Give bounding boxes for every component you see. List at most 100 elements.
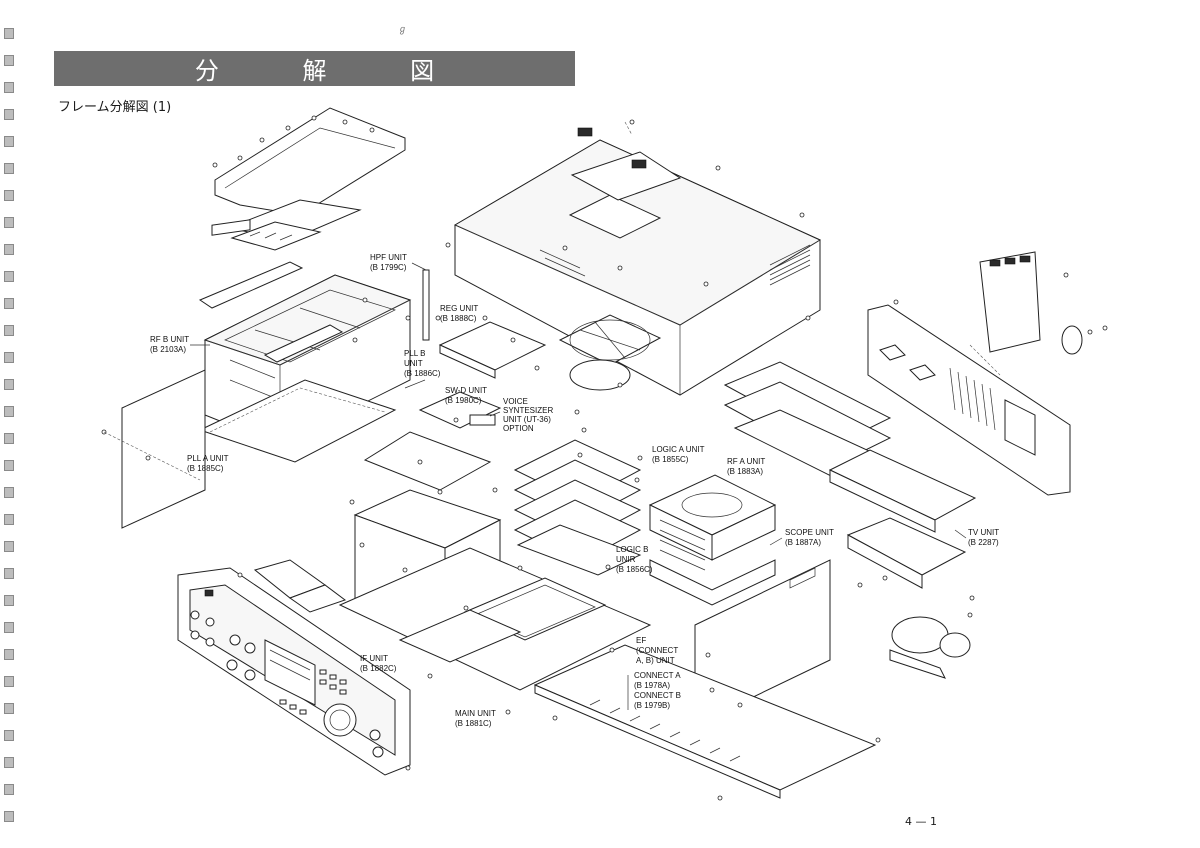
svg-text:SYNTESIZER: SYNTESIZER	[503, 406, 553, 415]
svg-text:PLL A UNIT: PLL A UNIT	[187, 454, 229, 463]
title-band: 分 解 図	[54, 51, 575, 86]
guide-lines	[103, 121, 1001, 481]
bottom-case	[533, 644, 877, 799]
label-logic-a: LOGIC A UNIT(B 1855C)	[652, 445, 705, 464]
svg-text:CONNECT B: CONNECT B	[634, 691, 681, 700]
svg-text:PLL B: PLL B	[404, 349, 426, 358]
label-reg: REG UNIT(B 1888C)	[440, 304, 478, 323]
svg-text:UNIR: UNIR	[616, 555, 636, 564]
front-keypad	[279, 669, 347, 715]
svg-text:LOGIC A UNIT: LOGIC A UNIT	[652, 445, 705, 454]
svg-text:REG UNIT: REG UNIT	[440, 304, 478, 313]
pll-a-board	[198, 379, 397, 463]
page-subtitle: フレーム分解図 (1)	[58, 100, 172, 115]
page-number: 4 — 1	[905, 815, 937, 828]
leader-lines	[190, 262, 967, 710]
rf-a-scope-stack	[648, 474, 777, 606]
binding-hole	[4, 676, 14, 687]
binding-hole	[4, 514, 14, 525]
page-title: 分 解 図	[194, 57, 473, 85]
svg-text:(B 1855C): (B 1855C)	[652, 455, 689, 464]
label-tv: TV UNIT(B 2287)	[968, 528, 999, 547]
binding-hole	[4, 433, 14, 444]
svg-text:(B 1799C): (B 1799C)	[370, 263, 407, 272]
binding-hole	[4, 730, 14, 741]
binding-hole	[4, 271, 14, 282]
svg-text:IF UNIT: IF UNIT	[360, 654, 388, 663]
svg-text:LOGIC B: LOGIC B	[616, 545, 648, 554]
label-sw-d: SW-D UNIT(B 1980C)	[445, 386, 487, 405]
svg-text:(B 1978A): (B 1978A)	[634, 681, 670, 690]
binding-hole	[4, 541, 14, 552]
svg-text:(B 1881C): (B 1881C)	[455, 719, 492, 728]
binding-hole	[4, 703, 14, 714]
transformer	[889, 616, 971, 679]
svg-text:(B 2287): (B 2287)	[968, 538, 999, 547]
binding-hole	[4, 649, 14, 660]
top-case	[453, 127, 822, 396]
svg-text:(B 1856C): (B 1856C)	[616, 565, 653, 574]
margin-mark: ℊ	[398, 24, 408, 34]
svg-text:(B 1882C): (B 1882C)	[360, 664, 397, 673]
binding-hole	[4, 190, 14, 201]
main-chassis	[338, 547, 652, 691]
svg-text:UNIT: UNIT	[404, 359, 423, 368]
binding-hole	[4, 379, 14, 390]
sub-front-frame	[253, 559, 347, 613]
svg-text:(CONNECT: (CONNECT	[636, 646, 678, 655]
top-case-vents	[539, 244, 811, 286]
svg-text:SW-D UNIT: SW-D UNIT	[445, 386, 487, 395]
top-shield-cover	[212, 107, 406, 216]
binding-hole	[4, 136, 14, 147]
power-connector-assembly	[979, 251, 1083, 355]
svg-text:(B 1888C): (B 1888C)	[440, 314, 477, 323]
binding-hole	[4, 325, 14, 336]
svg-text:RF A UNIT: RF A UNIT	[727, 457, 765, 466]
label-rf-a: RF A UNIT(B 1883A)	[727, 457, 765, 476]
rear-panel-vents	[949, 367, 996, 431]
label-pll-a: PLL A UNIT(B 1885C)	[187, 454, 229, 473]
svg-text:(B 1883A): (B 1883A)	[727, 467, 763, 476]
screws	[101, 119, 1108, 801]
logic-boards-stack	[513, 439, 642, 576]
sw-d-board	[418, 391, 502, 429]
svg-text:TV UNIT: TV UNIT	[968, 528, 999, 537]
label-rf-b: RF B UNIT(B 2103A)	[150, 335, 189, 354]
binding-hole	[4, 460, 14, 471]
small-ic-module	[211, 219, 251, 236]
label-scope: SCOPE UNIT(B 1887A)	[785, 528, 834, 547]
binding-hole	[4, 352, 14, 363]
label-connect: CONNECT A(B 1978A)CONNECT B(B 1979B)	[634, 671, 681, 710]
tv-unit-board	[828, 449, 977, 589]
svg-text:(B 2103A): (B 2103A)	[150, 345, 186, 354]
cooling-fan	[558, 314, 662, 391]
binding-holes	[4, 28, 18, 828]
binding-hole	[4, 55, 14, 66]
binding-hole	[4, 595, 14, 606]
svg-text:(B 1979B): (B 1979B)	[634, 701, 670, 710]
binding-hole	[4, 244, 14, 255]
front-panel	[177, 567, 411, 776]
binding-hole	[4, 82, 14, 93]
svg-text:RF B UNIT: RF B UNIT	[150, 335, 189, 344]
rear-panel	[867, 304, 1071, 496]
svg-text:EF: EF	[636, 636, 646, 645]
binding-hole	[4, 487, 14, 498]
binding-hole	[4, 406, 14, 417]
svg-text:MAIN UNIT: MAIN UNIT	[455, 709, 496, 718]
rf-b-side-board	[121, 369, 206, 529]
svg-text:SCOPE UNIT: SCOPE UNIT	[785, 528, 834, 537]
svg-text:(B 1885C): (B 1885C)	[187, 464, 224, 473]
binding-hole	[4, 298, 14, 309]
binding-hole	[4, 622, 14, 633]
label-main: MAIN UNIT(B 1881C)	[455, 709, 496, 728]
svg-text:HPF UNIT: HPF UNIT	[370, 253, 407, 262]
svg-text:OPTION: OPTION	[503, 424, 534, 433]
right-boards	[723, 361, 892, 479]
bottom-vents	[589, 699, 741, 762]
svg-text:(B 1980C): (B 1980C)	[445, 396, 482, 405]
